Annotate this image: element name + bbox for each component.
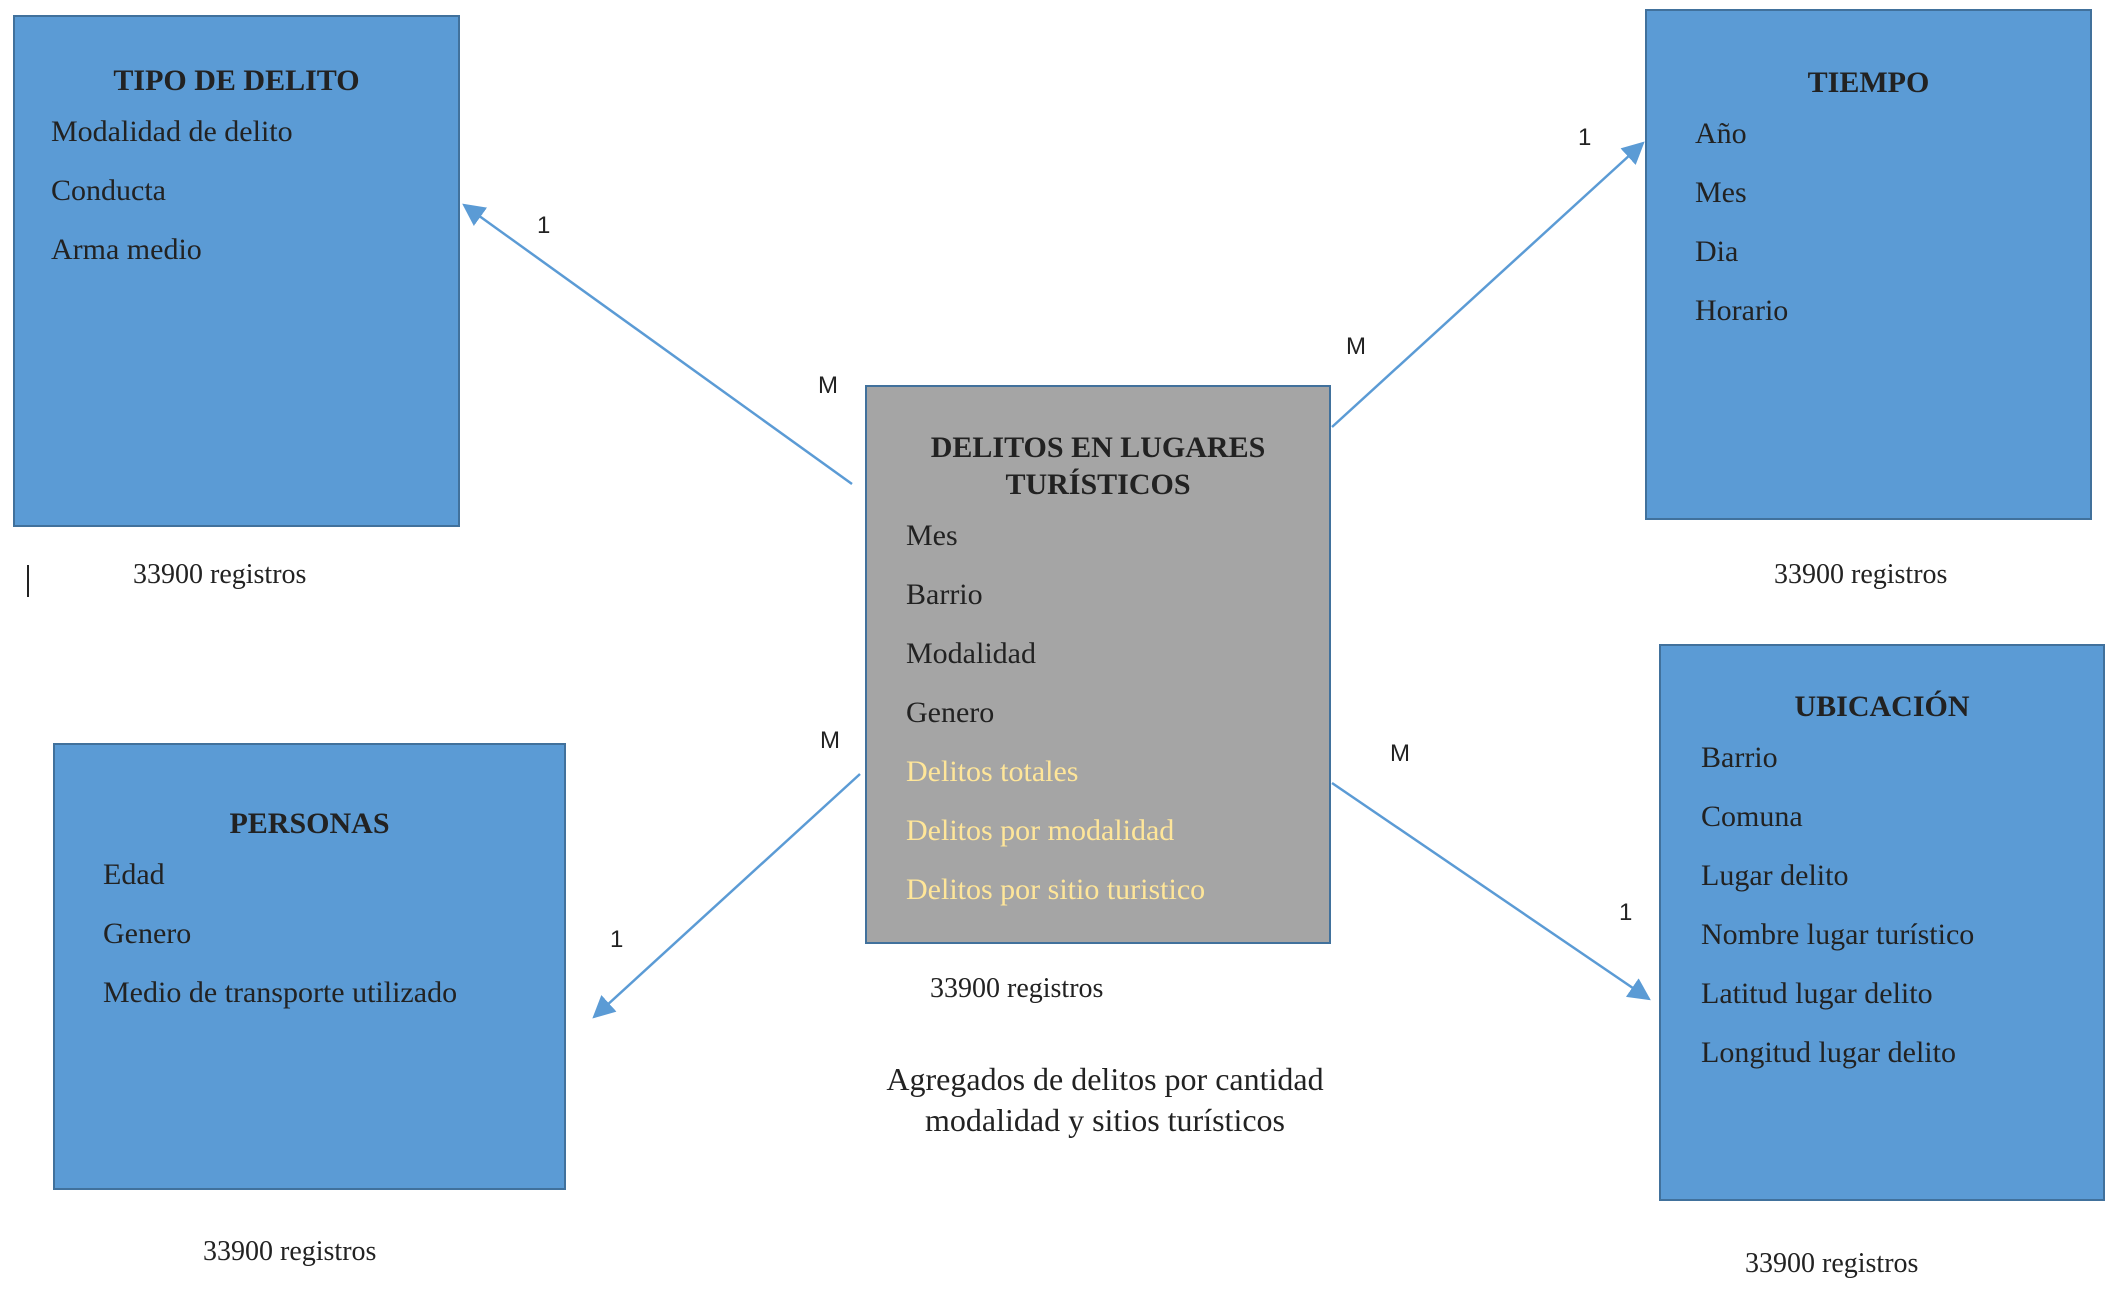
cardinality-many-tiempo: M xyxy=(1346,333,1366,360)
fact-measure: Delitos por modalidad xyxy=(906,814,1175,847)
entity-field: Nombre lugar turístico xyxy=(1701,918,1975,951)
entity-title: TIEMPO xyxy=(1807,66,1930,99)
entity-field: Conducta xyxy=(51,174,166,207)
connector-tipo-delito xyxy=(462,203,853,486)
records-tipo-delito: 33900 registros xyxy=(133,559,307,590)
text-cursor xyxy=(27,565,29,597)
entity-field: Modalidad de delito xyxy=(51,115,293,148)
connector-ubicacion xyxy=(1331,781,1651,1001)
entity-field: Año xyxy=(1695,117,1747,150)
cardinality-one-tipo-delito: 1 xyxy=(537,212,551,239)
cardinality-many-personas: M xyxy=(820,727,840,754)
caption-line1: Agregados de delitos por cantidad xyxy=(886,1061,1324,1097)
entity-tipo-delito: TIPO DE DELITO Modalidad de delito Condu… xyxy=(13,15,460,527)
entity-field: Latitud lugar delito xyxy=(1701,977,1933,1010)
fact-field: Genero xyxy=(906,696,995,729)
fact-title-line1: DELITOS EN LUGARES xyxy=(930,431,1266,464)
connector-personas xyxy=(592,773,861,1019)
cardinality-many-tipo-delito: M xyxy=(818,372,838,399)
entity-title: TIPO DE DELITO xyxy=(113,64,360,97)
entity-field: Barrio xyxy=(1701,741,1778,774)
entity-field: Dia xyxy=(1695,235,1739,268)
records-personas: 33900 registros xyxy=(203,1236,377,1267)
entity-field: Comuna xyxy=(1701,800,1803,833)
entity-field: Edad xyxy=(103,858,165,891)
entity-field: Horario xyxy=(1695,294,1789,327)
fact-title-line2: TURÍSTICOS xyxy=(1005,468,1191,501)
entity-title: PERSONAS xyxy=(229,807,390,840)
fact-measure: Delitos totales xyxy=(906,755,1079,788)
fact-field: Barrio xyxy=(906,578,983,611)
fact-caption: Agregados de delitos por cantidad modali… xyxy=(855,1059,1355,1141)
entity-personas: PERSONAS Edad Genero Medio de transporte… xyxy=(53,743,566,1190)
entity-field: Longitud lugar delito xyxy=(1701,1036,1956,1069)
records-ubicacion: 33900 registros xyxy=(1745,1248,1919,1279)
fact-field: Modalidad xyxy=(906,637,1036,670)
entity-title: UBICACIÓN xyxy=(1794,690,1970,723)
entity-field: Medio de transporte utilizado xyxy=(103,976,458,1009)
entity-field: Lugar delito xyxy=(1701,859,1849,892)
fact-table-delitos: DELITOS EN LUGARES TURÍSTICOS Mes Barrio… xyxy=(865,385,1331,944)
entity-field: Mes xyxy=(1695,176,1747,209)
entity-ubicacion: UBICACIÓN Barrio Comuna Lugar delito Nom… xyxy=(1659,644,2105,1201)
fact-field: Mes xyxy=(906,519,958,552)
cardinality-one-tiempo: 1 xyxy=(1578,124,1592,151)
entity-field: Genero xyxy=(103,917,192,950)
records-tiempo: 33900 registros xyxy=(1774,559,1948,590)
entity-tiempo: TIEMPO Año Mes Dia Horario xyxy=(1645,9,2092,520)
fact-measure: Delitos por sitio turistico xyxy=(906,873,1206,906)
cardinality-one-personas: 1 xyxy=(610,926,624,953)
fact-title: DELITOS EN LUGARES TURÍSTICOS xyxy=(867,429,1329,503)
cardinality-one-ubicacion: 1 xyxy=(1619,899,1633,926)
connector-tiempo xyxy=(1331,141,1645,428)
caption-line2: modalidad y sitios turísticos xyxy=(925,1102,1285,1138)
entity-field: Arma medio xyxy=(51,233,202,266)
records-hechos: 33900 registros xyxy=(930,973,1104,1004)
cardinality-many-ubicacion: M xyxy=(1390,740,1410,767)
